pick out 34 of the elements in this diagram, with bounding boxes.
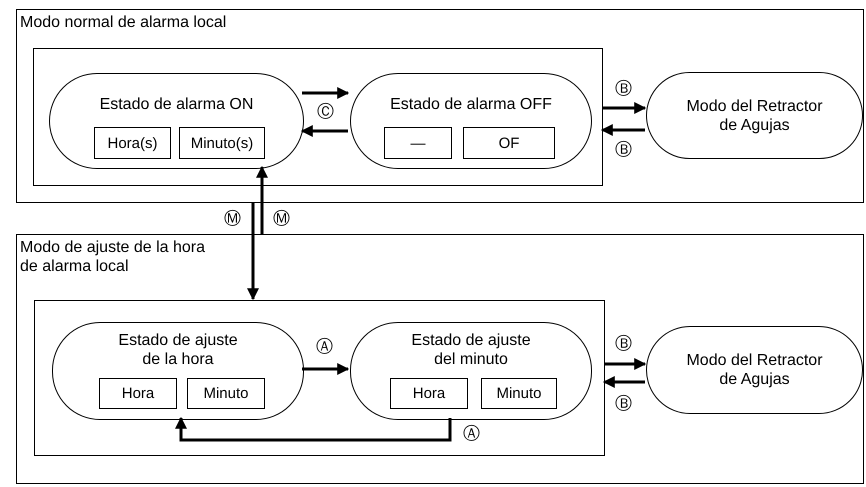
display-field: — xyxy=(384,127,452,159)
edge-label: Ⓑ xyxy=(614,141,633,159)
edge-label: Ⓐ xyxy=(462,425,481,443)
edge-label: Ⓒ xyxy=(316,103,335,121)
arrow xyxy=(604,358,646,370)
panel-title: Modo normal de alarma local xyxy=(20,13,228,32)
arrow xyxy=(602,102,646,114)
edge-label: Ⓑ xyxy=(614,395,633,413)
edge-label: Ⓐ xyxy=(315,338,334,356)
display-field: Minuto xyxy=(481,378,557,409)
arrow xyxy=(300,125,348,137)
display-field: Hora xyxy=(390,378,468,409)
arrow xyxy=(302,87,350,99)
arrow xyxy=(256,166,268,234)
display-field: Minuto(s) xyxy=(179,127,265,159)
display-field: Minuto xyxy=(187,378,265,409)
state-title: Estado de alarma OFF xyxy=(389,95,553,114)
arrow xyxy=(302,363,350,375)
panel-title: Modo de ajuste de la hora de alarma local xyxy=(20,238,205,276)
arrow xyxy=(600,124,645,136)
arrow xyxy=(175,416,452,442)
frame xyxy=(33,48,603,186)
display-field: Hora xyxy=(99,378,177,409)
edge-label: Ⓜ xyxy=(272,210,291,228)
edge-label: Ⓑ xyxy=(614,80,633,98)
arrow xyxy=(602,376,645,388)
edge-label: Ⓑ xyxy=(614,335,633,353)
edge-label: Ⓜ xyxy=(223,210,242,228)
display-field: OF xyxy=(463,127,555,159)
state-title: Estado de ajuste de la hora xyxy=(117,331,239,369)
state-title: Estado de ajuste del minuto xyxy=(410,331,532,369)
display-field: Hora(s) xyxy=(94,127,171,159)
state-title: Estado de alarma ON xyxy=(98,95,254,114)
arrow xyxy=(247,203,259,300)
